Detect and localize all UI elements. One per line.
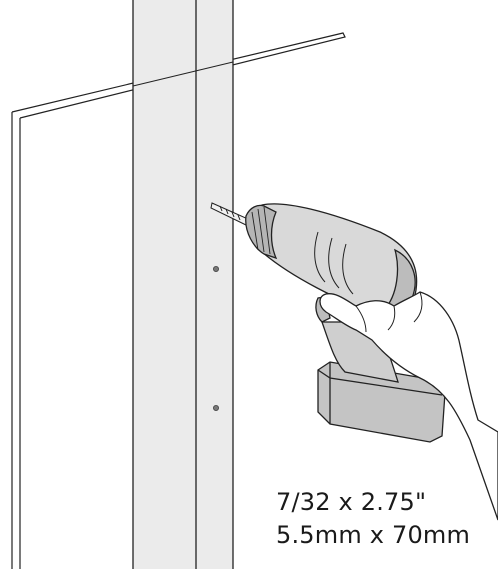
drill-bit-size-imperial: 7/32 x 2.75"	[276, 488, 427, 516]
screw-hole-upper	[212, 265, 219, 272]
vertical-post	[132, 0, 234, 569]
screw-holes	[212, 265, 219, 411]
drill-bit-size-metric: 5.5mm x 70mm	[276, 521, 471, 549]
cordless-drill	[245, 203, 446, 443]
hand	[319, 291, 498, 521]
drill-bit-specification: 7/32 x 2.75" 5.5mm x 70mm	[276, 486, 470, 552]
screw-hole-lower	[212, 404, 219, 411]
